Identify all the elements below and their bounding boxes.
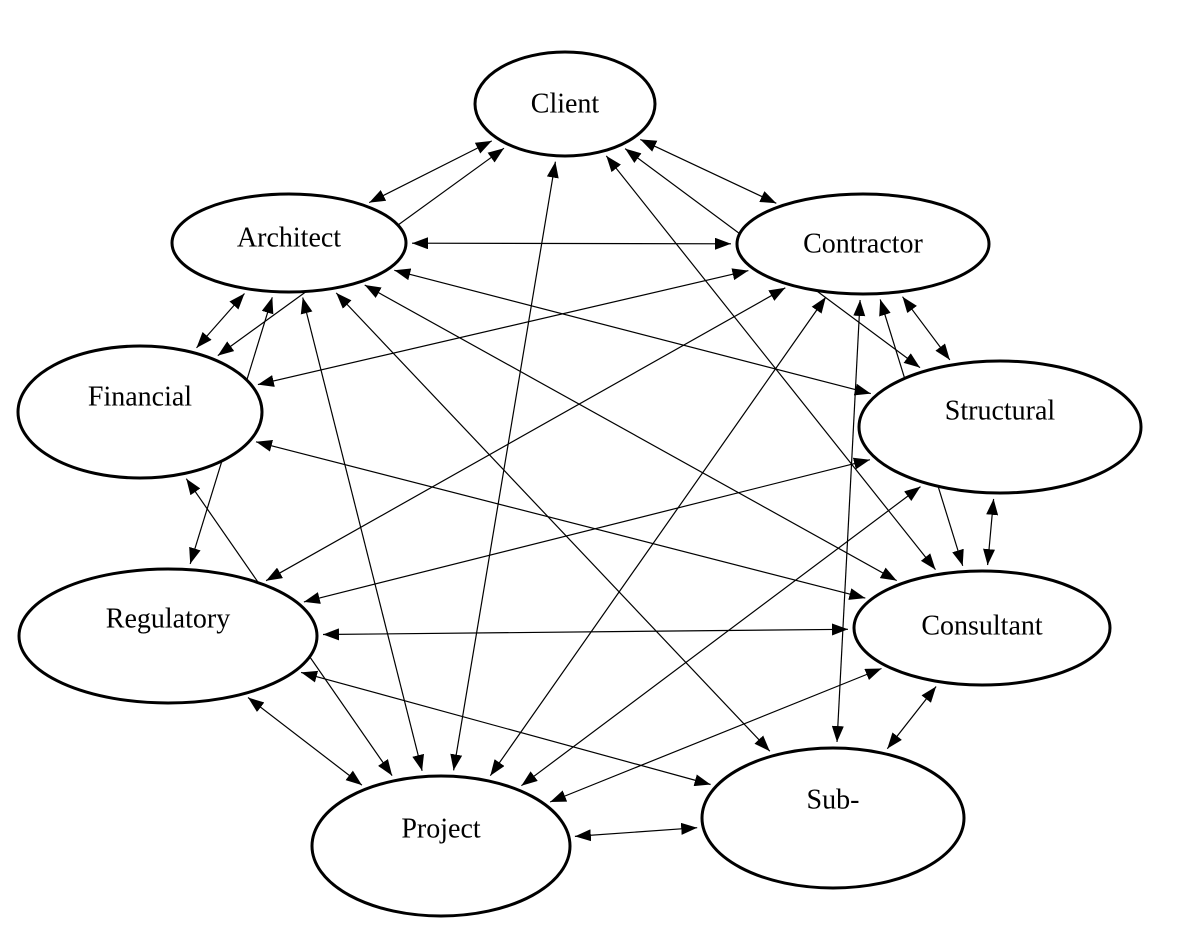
node-client-ellipse [473,50,657,158]
edge-architect-sub [335,292,771,752]
node-architect-label: Architect [237,223,341,254]
node-sub-ellipse [700,746,966,890]
edge-client-architect [368,140,493,204]
node-contractor-label: Contractor [803,229,923,260]
node-structural-label: Structural [945,396,1056,427]
edge-architect-contractor [411,237,732,250]
node-project: Project [310,774,572,918]
node-sub-label: Sub- [807,785,860,816]
node-financial-label: Financial [88,382,192,413]
node-structural: Structural [857,359,1143,495]
edge-architect-project [300,297,425,771]
node-client-label: Client [531,89,600,120]
node-regulatory-ellipse [17,567,319,705]
edge-architect-financial [196,293,245,349]
node-contractor: Contractor [735,192,991,296]
node-client: Client [473,50,657,158]
edge-contractor-regulatory [265,287,786,582]
edge-consultant-sub [886,686,937,750]
edge-regulatory-consultant [322,623,849,641]
node-consultant-ellipse [852,569,1112,687]
node-architect: Architect [170,192,408,294]
edge-regulatory-project [247,697,363,786]
node-contractor-ellipse [735,192,991,296]
edges-layer [185,138,999,842]
edge-architect-consultant [364,284,897,582]
edge-project-sub [574,822,698,842]
edge-contractor-structural [902,296,951,361]
node-financial-ellipse [16,344,264,480]
edge-contractor-project [489,296,827,777]
edge-structural-consultant [983,498,999,566]
edge-client-contractor [640,138,777,204]
node-structural-ellipse [857,359,1143,495]
node-project-label: Project [401,814,481,845]
node-project-ellipse [310,774,572,918]
node-architect-ellipse [170,192,408,294]
node-financial: Financial [16,344,264,480]
edge-contractor-sub [831,299,866,743]
node-sub: Sub- [700,746,966,890]
node-regulatory-label: Regulatory [106,604,230,635]
edge-financial-consultant [255,439,866,600]
node-consultant: Consultant [852,569,1112,687]
edge-consultant-project [549,667,882,803]
edge-structural-regulatory [303,457,871,604]
node-consultant-label: Consultant [921,611,1043,642]
node-regulatory: Regulatory [17,567,319,705]
